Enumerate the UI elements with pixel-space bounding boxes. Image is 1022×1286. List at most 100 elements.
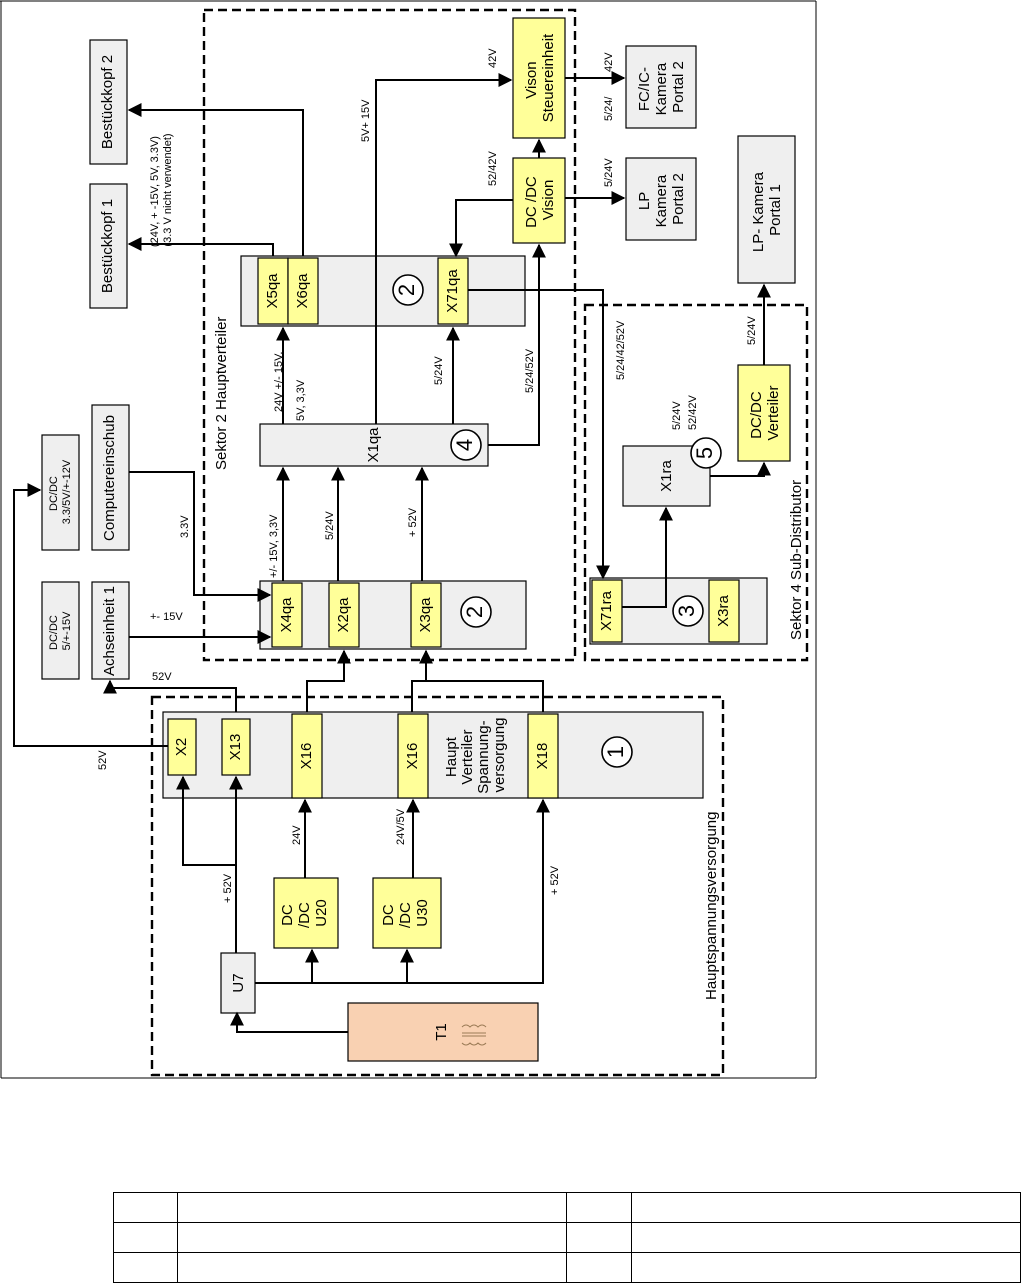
- connector-x3qa: [410, 582, 442, 648]
- wire-x13-achse: [103, 679, 237, 712]
- legend-table: [113, 1192, 1021, 1283]
- label-u30-24v5v: 24V/5V: [395, 808, 407, 845]
- label-x3qa-out: + 52V: [407, 507, 419, 537]
- badge-4-circle: [450, 429, 482, 461]
- badge-2b: 2: [394, 284, 419, 296]
- label-x71qa-in: 5/24V: [433, 356, 445, 385]
- label-x2qa-out: 5/24V: [324, 511, 336, 540]
- u7-label: U7: [230, 973, 247, 992]
- section-hauptspannung-border: [150, 695, 725, 1077]
- section-sektor2-title: Sektor 2 Hauptverteiler: [213, 317, 230, 470]
- dcdc-u30-label: DC /DC U30: [380, 898, 431, 928]
- bestueckkopf2-box: [89, 39, 128, 165]
- connector-x2qa-label: X2qa: [335, 597, 352, 633]
- label-x1ra-5242: 52/42V: [687, 394, 699, 430]
- connector-x16-b: [397, 713, 429, 799]
- wire-dist-x3qa: [411, 651, 544, 712]
- table-cell: [566, 1252, 632, 1283]
- label-dcdc-52-42: 52/42V: [487, 150, 499, 186]
- connector-x16-b-label: X16: [404, 743, 421, 770]
- lp-kamera-portal1-label: LP- Kamera Portal 1: [750, 168, 784, 252]
- badge-4: 4: [452, 439, 477, 451]
- label-u20-24v: 24V: [291, 825, 303, 845]
- table-cell: [113, 1252, 178, 1283]
- vison-steuereinheit-label: Vison Steuereinheit: [523, 33, 557, 122]
- badge-3: 3: [674, 605, 699, 617]
- wire-x71ra-x1ra: [622, 506, 673, 608]
- table-cell: [177, 1222, 567, 1253]
- connector-x2: [167, 718, 197, 776]
- lp-kamera-portal1-box: [737, 135, 796, 284]
- achseinheit-box: [91, 581, 130, 680]
- label-fcic-524: 5/24/: [603, 96, 615, 121]
- x1qa-box: [259, 423, 489, 467]
- dcdc-33-label: DC/DC 3.3/5V/+-12V: [48, 459, 73, 524]
- wire-x5qa-bestueck1: [127, 237, 274, 256]
- connector-x16-a: [291, 713, 323, 799]
- connector-x71ra: [591, 579, 623, 643]
- connector-x13-label: X13: [227, 734, 244, 761]
- label-lp2-524: 5/24V: [603, 158, 615, 187]
- wire-u7-x2: [176, 775, 236, 866]
- badge-2a: 2: [462, 606, 487, 618]
- table-cell: [113, 1192, 178, 1223]
- dcdc-verteiler-label: DC/DC Verteiler: [748, 385, 782, 440]
- connector-x18-label: X18: [534, 743, 551, 770]
- dcdc-5-15-box: [41, 581, 80, 680]
- connector-x3ra: [708, 579, 740, 643]
- wire-x1qa-vison: [375, 73, 513, 424]
- connector-x71qa: [437, 257, 469, 325]
- lp-kamera-portal2-box: [625, 157, 697, 241]
- label-x4qa-out: +/- 15V, 3,3V: [268, 514, 280, 578]
- connector-x2-label: X2: [173, 738, 190, 756]
- fcic-kamera-box: [625, 45, 697, 129]
- label-vision-in: 5/24/52V: [524, 348, 536, 393]
- table-cell: [177, 1192, 567, 1223]
- vison-steuereinheit-box: [512, 17, 566, 139]
- badge-5: 5: [692, 447, 717, 459]
- label-bus-5v15: 5V+ 15V: [360, 99, 372, 142]
- wire-dcdcvision-x71qa: [449, 199, 513, 258]
- label-comp-33: 3.3V: [179, 515, 191, 538]
- wire-x1ra-dcdcverteiler: [710, 461, 771, 477]
- table-row: [113, 1252, 1021, 1283]
- hauptverteiler-label: Haupt Verteiler Spannung- versorgung: [443, 716, 508, 794]
- connector-x6qa: [287, 257, 319, 325]
- bestueck-note: (24V, + -15V, 5V, 3.3V) (3.3 V nicht ver…: [149, 133, 174, 247]
- dcdc-u30-box: [372, 877, 442, 949]
- label-vison-42: 42V: [487, 48, 499, 68]
- label-achse-15: +- 15V: [150, 611, 183, 623]
- table-cell: [177, 1252, 567, 1283]
- table-cell: [566, 1222, 632, 1253]
- dcdc-5-15-label: DC/DC 5/+-15V: [48, 611, 73, 650]
- dcdc-vision-label: DC /DC Vision: [523, 172, 557, 228]
- fcic-kamera-label: FC/IC- Kamera Portal 2: [636, 59, 687, 116]
- table-cell: [631, 1192, 1021, 1223]
- section-sektor4-title: Sektor 4 Sub-Distributor: [788, 480, 805, 640]
- computereinschub-box: [91, 404, 130, 551]
- table-cell: [631, 1222, 1021, 1253]
- section-hauptspannung-title: Hauptspannungsversorgung: [703, 812, 720, 1000]
- connector-x5qa-label: X5qa: [264, 273, 281, 309]
- x1ra-box: [622, 445, 711, 507]
- wire-dist-x2qa: [306, 649, 351, 712]
- connector-x5qa: [257, 257, 289, 325]
- computereinschub-label: Computereinschub: [101, 415, 118, 541]
- section-sektor2-border: [202, 8, 577, 662]
- label-lp1-524: 5/24V: [746, 316, 758, 345]
- connector-x13: [221, 718, 251, 776]
- dcdc-u20-box: [273, 877, 339, 949]
- connector-x6qa-label: X6qa: [294, 273, 311, 309]
- badge-2b-circle: [392, 274, 424, 306]
- wire-u7-dist: [255, 798, 550, 984]
- table-cell: [631, 1252, 1021, 1283]
- label-fcic-42: 42V: [603, 52, 615, 72]
- connector-x71ra-label: X71ra: [598, 590, 615, 631]
- badge-1: 1: [603, 746, 628, 758]
- achseinheit-label: Achseinheit 1: [101, 586, 118, 676]
- connector-x71qa-label: X71qa: [444, 269, 461, 313]
- dcdc-u20-label: DC /DC U20: [279, 898, 330, 928]
- connector-x18: [527, 713, 559, 799]
- connector-x4qa-label: X4qa: [278, 597, 295, 633]
- connector-x16-a-label: X16: [298, 743, 315, 770]
